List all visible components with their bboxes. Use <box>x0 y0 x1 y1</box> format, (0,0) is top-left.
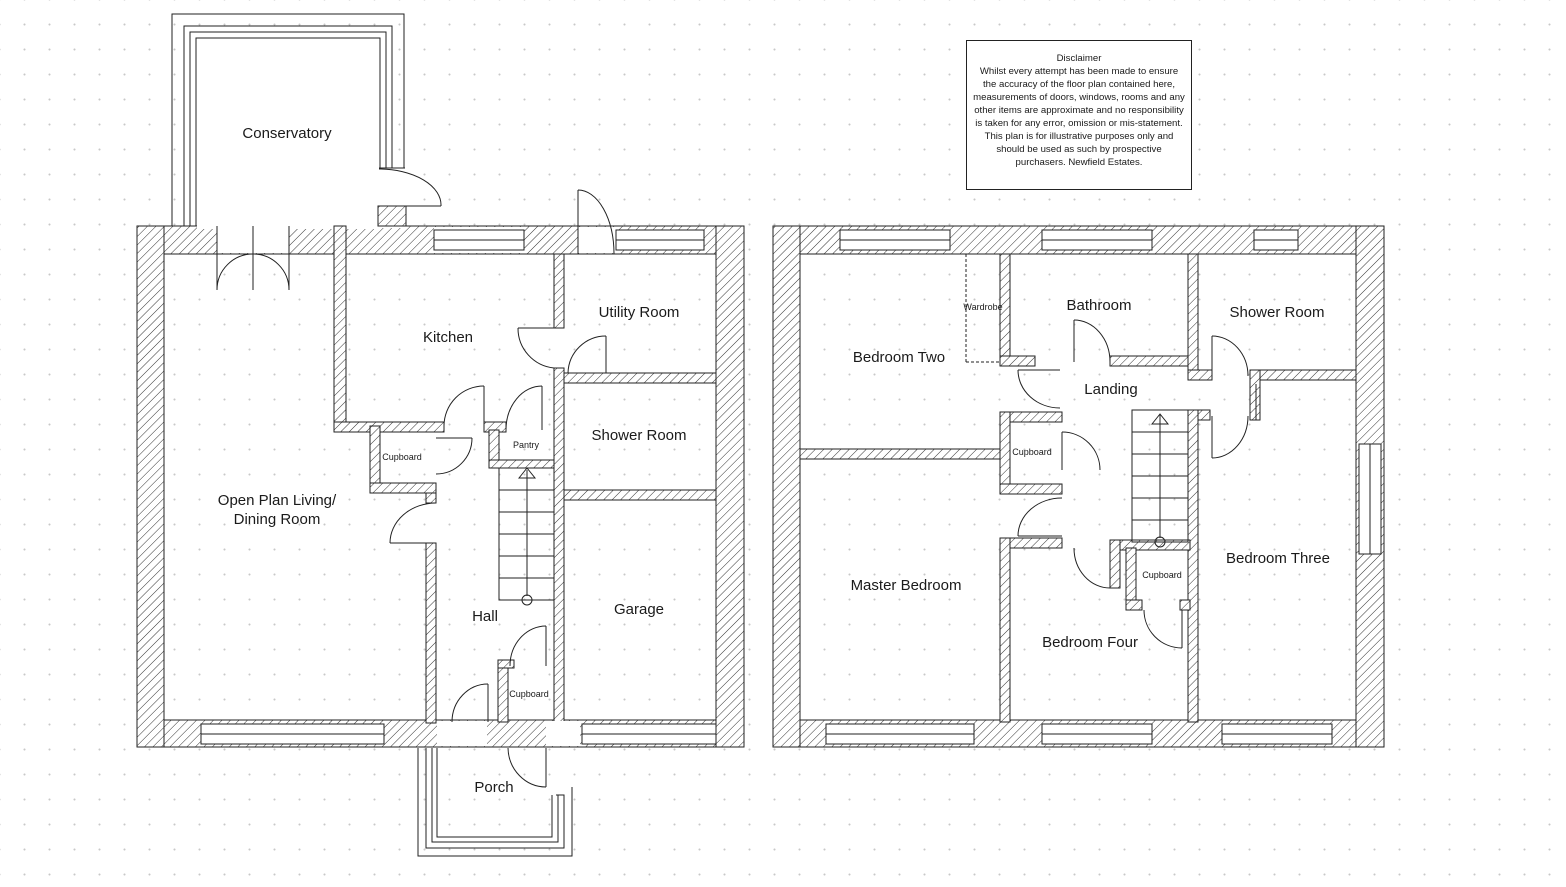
ground-staircase <box>498 467 555 606</box>
label-landing: Landing <box>1084 381 1137 398</box>
label-living-dining-1: Open Plan Living/ <box>218 492 337 509</box>
label-wardrobe: Wardrobe <box>963 302 1002 312</box>
label-cupboard-hall: Cupboard <box>509 689 549 699</box>
label-cupboard-landing: Cupboard <box>1012 447 1052 457</box>
label-utility-room: Utility Room <box>599 304 680 321</box>
label-bedroom-three: Bedroom Three <box>1226 550 1330 567</box>
label-living-dining-2: Dining Room <box>234 511 321 528</box>
label-cupboard-stairs: Cupboard <box>1142 570 1182 580</box>
label-pantry: Pantry <box>513 440 540 450</box>
first-floor-staircase <box>1131 409 1189 548</box>
label-garage: Garage <box>614 601 664 618</box>
label-cupboard-left: Cupboard <box>382 452 422 462</box>
ground-floor-plan <box>136 13 745 857</box>
label-bathroom: Bathroom <box>1066 297 1131 314</box>
label-porch: Porch <box>474 779 513 796</box>
label-shower-room-ground: Shower Room <box>591 427 686 444</box>
label-kitchen: Kitchen <box>423 329 473 346</box>
label-bedroom-two: Bedroom Two <box>853 349 945 366</box>
porch-frame <box>417 748 573 857</box>
disclaimer-box: Disclaimer Whilst every attempt has been… <box>966 40 1192 190</box>
label-master-bedroom: Master Bedroom <box>851 577 962 594</box>
first-floor-plan <box>772 225 1385 748</box>
label-conservatory: Conservatory <box>242 125 332 142</box>
label-shower-room-first: Shower Room <box>1229 304 1324 321</box>
label-bedroom-four: Bedroom Four <box>1042 634 1138 651</box>
disclaimer-title: Disclaimer <box>1056 53 1102 64</box>
disclaimer-text: Whilst every attempt has been made to en… <box>973 66 1185 168</box>
conservatory-frame <box>171 13 405 229</box>
label-hall: Hall <box>472 608 498 625</box>
